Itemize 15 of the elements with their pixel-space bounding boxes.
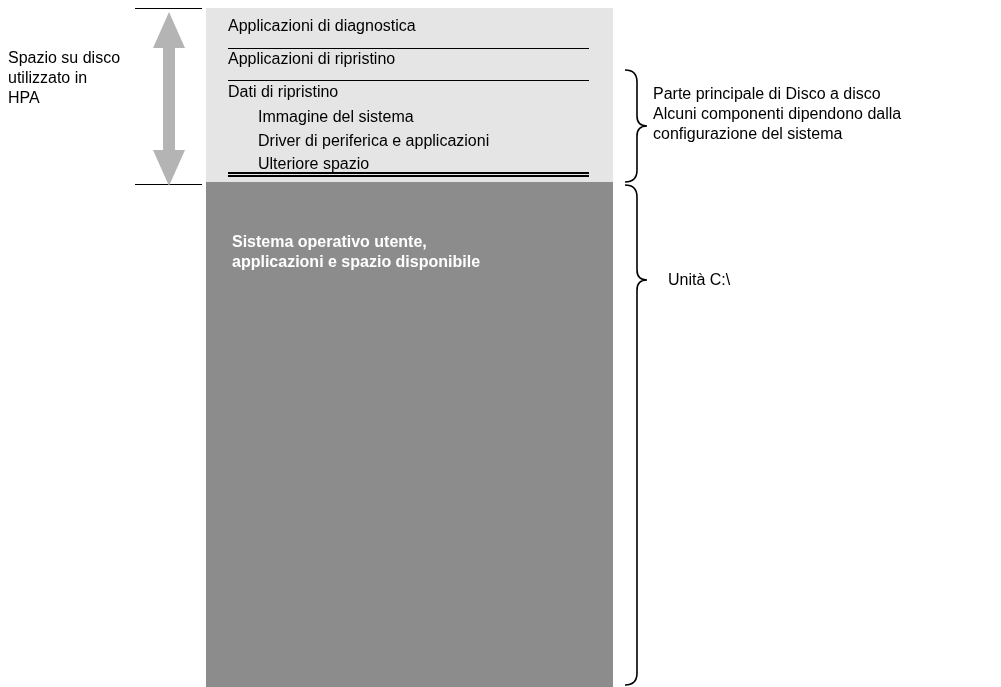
section-heading: Dati di ripristino bbox=[228, 82, 340, 102]
section-heading: Applicazioni di diagnostica bbox=[228, 16, 417, 36]
section-item: Driver di periferica e applicazioni bbox=[258, 130, 491, 151]
annotation-text: Spazio su disco utilizzato in HPA bbox=[8, 48, 122, 108]
annotation-text: Unità C:\ bbox=[668, 270, 732, 290]
partition-section bbox=[228, 82, 589, 177]
hpa-area-band bbox=[206, 8, 613, 182]
partition-block bbox=[206, 182, 613, 687]
partition-text: Sistema operativo utente, applicazioni e spazio disponibile bbox=[232, 232, 482, 272]
partition-section bbox=[228, 49, 589, 81]
section-item: Immagine del sistema bbox=[258, 107, 415, 127]
section-heading: Applicazioni di ripristino bbox=[228, 49, 397, 69]
section-item: Ulteriore spazio bbox=[258, 154, 371, 174]
partition-section bbox=[228, 16, 589, 49]
annotation-text: Parte principale di Disco a disco Alcuni componenti dipendono dalla configurazione del sistema bbox=[653, 84, 903, 144]
